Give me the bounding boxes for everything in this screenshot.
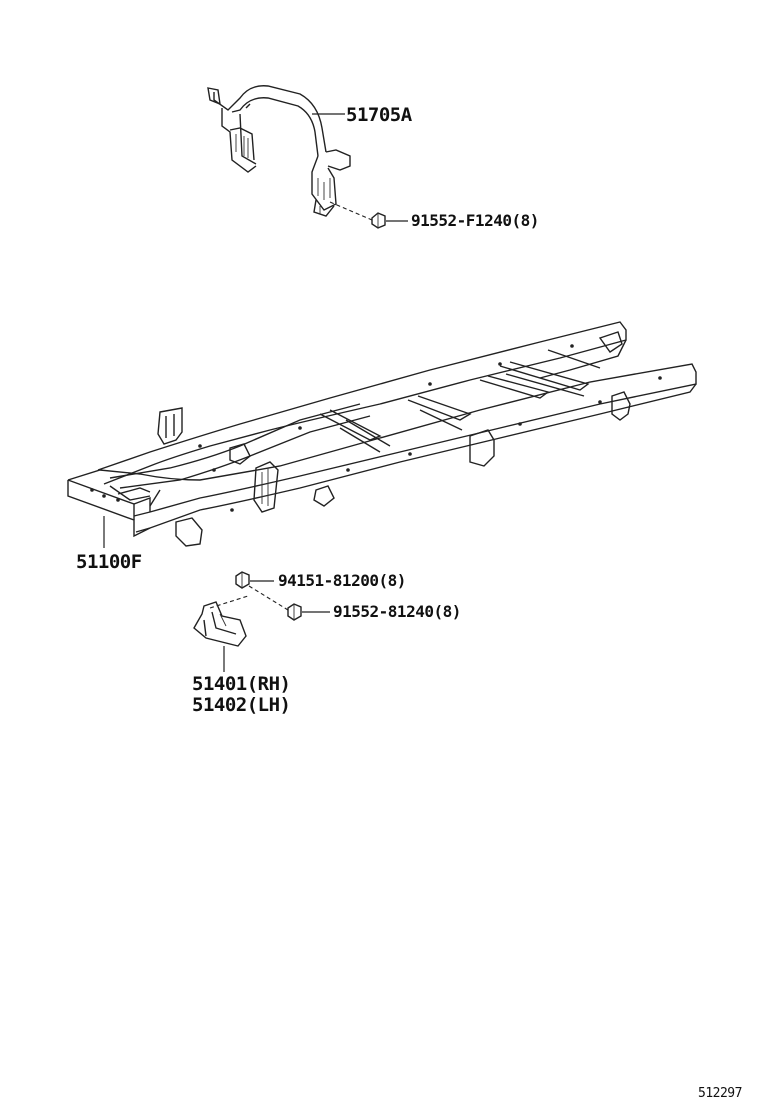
part-label-51401-rh: 51401(RH) bbox=[192, 673, 291, 695]
part-label-51705a: 51705A bbox=[346, 104, 412, 126]
part-side: (RH) bbox=[246, 673, 291, 695]
part-label-91552-f1240: 91552-F1240(8) bbox=[411, 211, 539, 230]
part-label-94151-81200: 94151-81200(8) bbox=[278, 571, 406, 590]
part-side: (LH) bbox=[246, 694, 291, 716]
part-number: 51401 bbox=[192, 673, 247, 695]
part-number: 94151-81200 bbox=[278, 571, 379, 590]
carrier-bolt-icon bbox=[329, 201, 386, 229]
part-qty: (8) bbox=[378, 571, 406, 590]
part-label-51402-lh: 51402(LH) bbox=[192, 694, 291, 716]
part-label-91552-81240: 91552-81240(8) bbox=[333, 602, 461, 621]
nut-icon bbox=[235, 571, 250, 589]
frame-bracket-drawing bbox=[193, 601, 247, 647]
spare-tire-carrier-drawing bbox=[207, 85, 351, 217]
bracket-bolt-icon bbox=[287, 603, 302, 621]
part-number: 51402 bbox=[192, 694, 247, 716]
part-qty: (8) bbox=[511, 211, 539, 230]
frame-assembly-drawing bbox=[67, 321, 697, 547]
part-qty: (8) bbox=[433, 602, 461, 621]
part-label-51100f: 51100F bbox=[76, 551, 142, 573]
figure-id: 512297 bbox=[698, 1086, 742, 1101]
part-number: 91552-81240 bbox=[333, 602, 434, 621]
part-number: 91552-F1240 bbox=[411, 211, 512, 230]
